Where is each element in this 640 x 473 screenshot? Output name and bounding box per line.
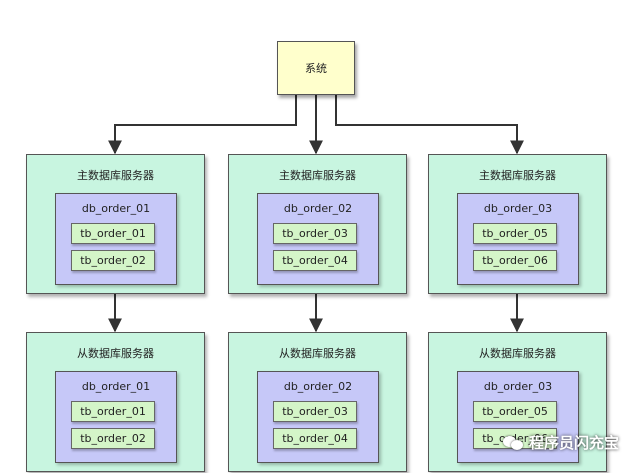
table-node: tb_order_04 xyxy=(273,428,357,449)
database-node: db_order_01 tb_order_01 tb_order_02 xyxy=(55,193,177,285)
server-label: 主数据库服务器 xyxy=(77,169,154,182)
table-node: tb_order_05 xyxy=(473,401,557,422)
slave-server-1: 从数据库服务器 db_order_01 tb_order_01 tb_order… xyxy=(26,332,205,472)
server-label: 从数据库服务器 xyxy=(77,347,154,360)
database-node: db_order_03 tb_order_05 tb_order_06 xyxy=(457,193,579,285)
table-node: tb_order_03 xyxy=(273,401,357,422)
table-node: tb_order_04 xyxy=(273,250,357,271)
server-label: 主数据库服务器 xyxy=(479,169,556,182)
master-server-3: 主数据库服务器 db_order_03 tb_order_05 tb_order… xyxy=(428,154,607,294)
system-label: 系统 xyxy=(305,62,327,75)
database-label: db_order_02 xyxy=(283,202,353,215)
system-node: 系统 xyxy=(277,41,355,95)
table-node: tb_order_01 xyxy=(71,223,155,244)
master-server-1: 主数据库服务器 db_order_01 tb_order_01 tb_order… xyxy=(26,154,205,294)
master-server-2: 主数据库服务器 db_order_02 tb_order_03 tb_order… xyxy=(228,154,407,294)
table-node: tb_order_02 xyxy=(71,250,155,271)
slave-server-2: 从数据库服务器 db_order_02 tb_order_03 tb_order… xyxy=(228,332,407,472)
server-label: 主数据库服务器 xyxy=(279,169,356,182)
watermark: 程序员闪充宝 xyxy=(503,432,619,453)
table-node: tb_order_02 xyxy=(71,428,155,449)
edge-system-master-1 xyxy=(108,95,297,155)
watermark-text: 程序员闪充宝 xyxy=(529,434,620,452)
database-label: db_order_03 xyxy=(483,202,553,215)
server-label: 从数据库服务器 xyxy=(279,347,356,360)
database-node: db_order_01 tb_order_01 tb_order_02 xyxy=(55,371,177,463)
database-label: db_order_02 xyxy=(283,380,353,393)
table-node: tb_order_05 xyxy=(473,223,557,244)
database-node: db_order_02 tb_order_03 tb_order_04 xyxy=(257,193,379,285)
table-node: tb_order_01 xyxy=(71,401,155,422)
table-node: tb_order_03 xyxy=(273,223,357,244)
database-label: db_order_03 xyxy=(483,380,553,393)
edge-system-master-3 xyxy=(335,95,524,155)
database-label: db_order_01 xyxy=(81,380,151,393)
server-label: 从数据库服务器 xyxy=(479,347,556,360)
database-label: db_order_01 xyxy=(81,202,151,215)
table-node: tb_order_06 xyxy=(473,250,557,271)
wechat-icon xyxy=(503,434,525,452)
database-node: db_order_02 tb_order_03 tb_order_04 xyxy=(257,371,379,463)
